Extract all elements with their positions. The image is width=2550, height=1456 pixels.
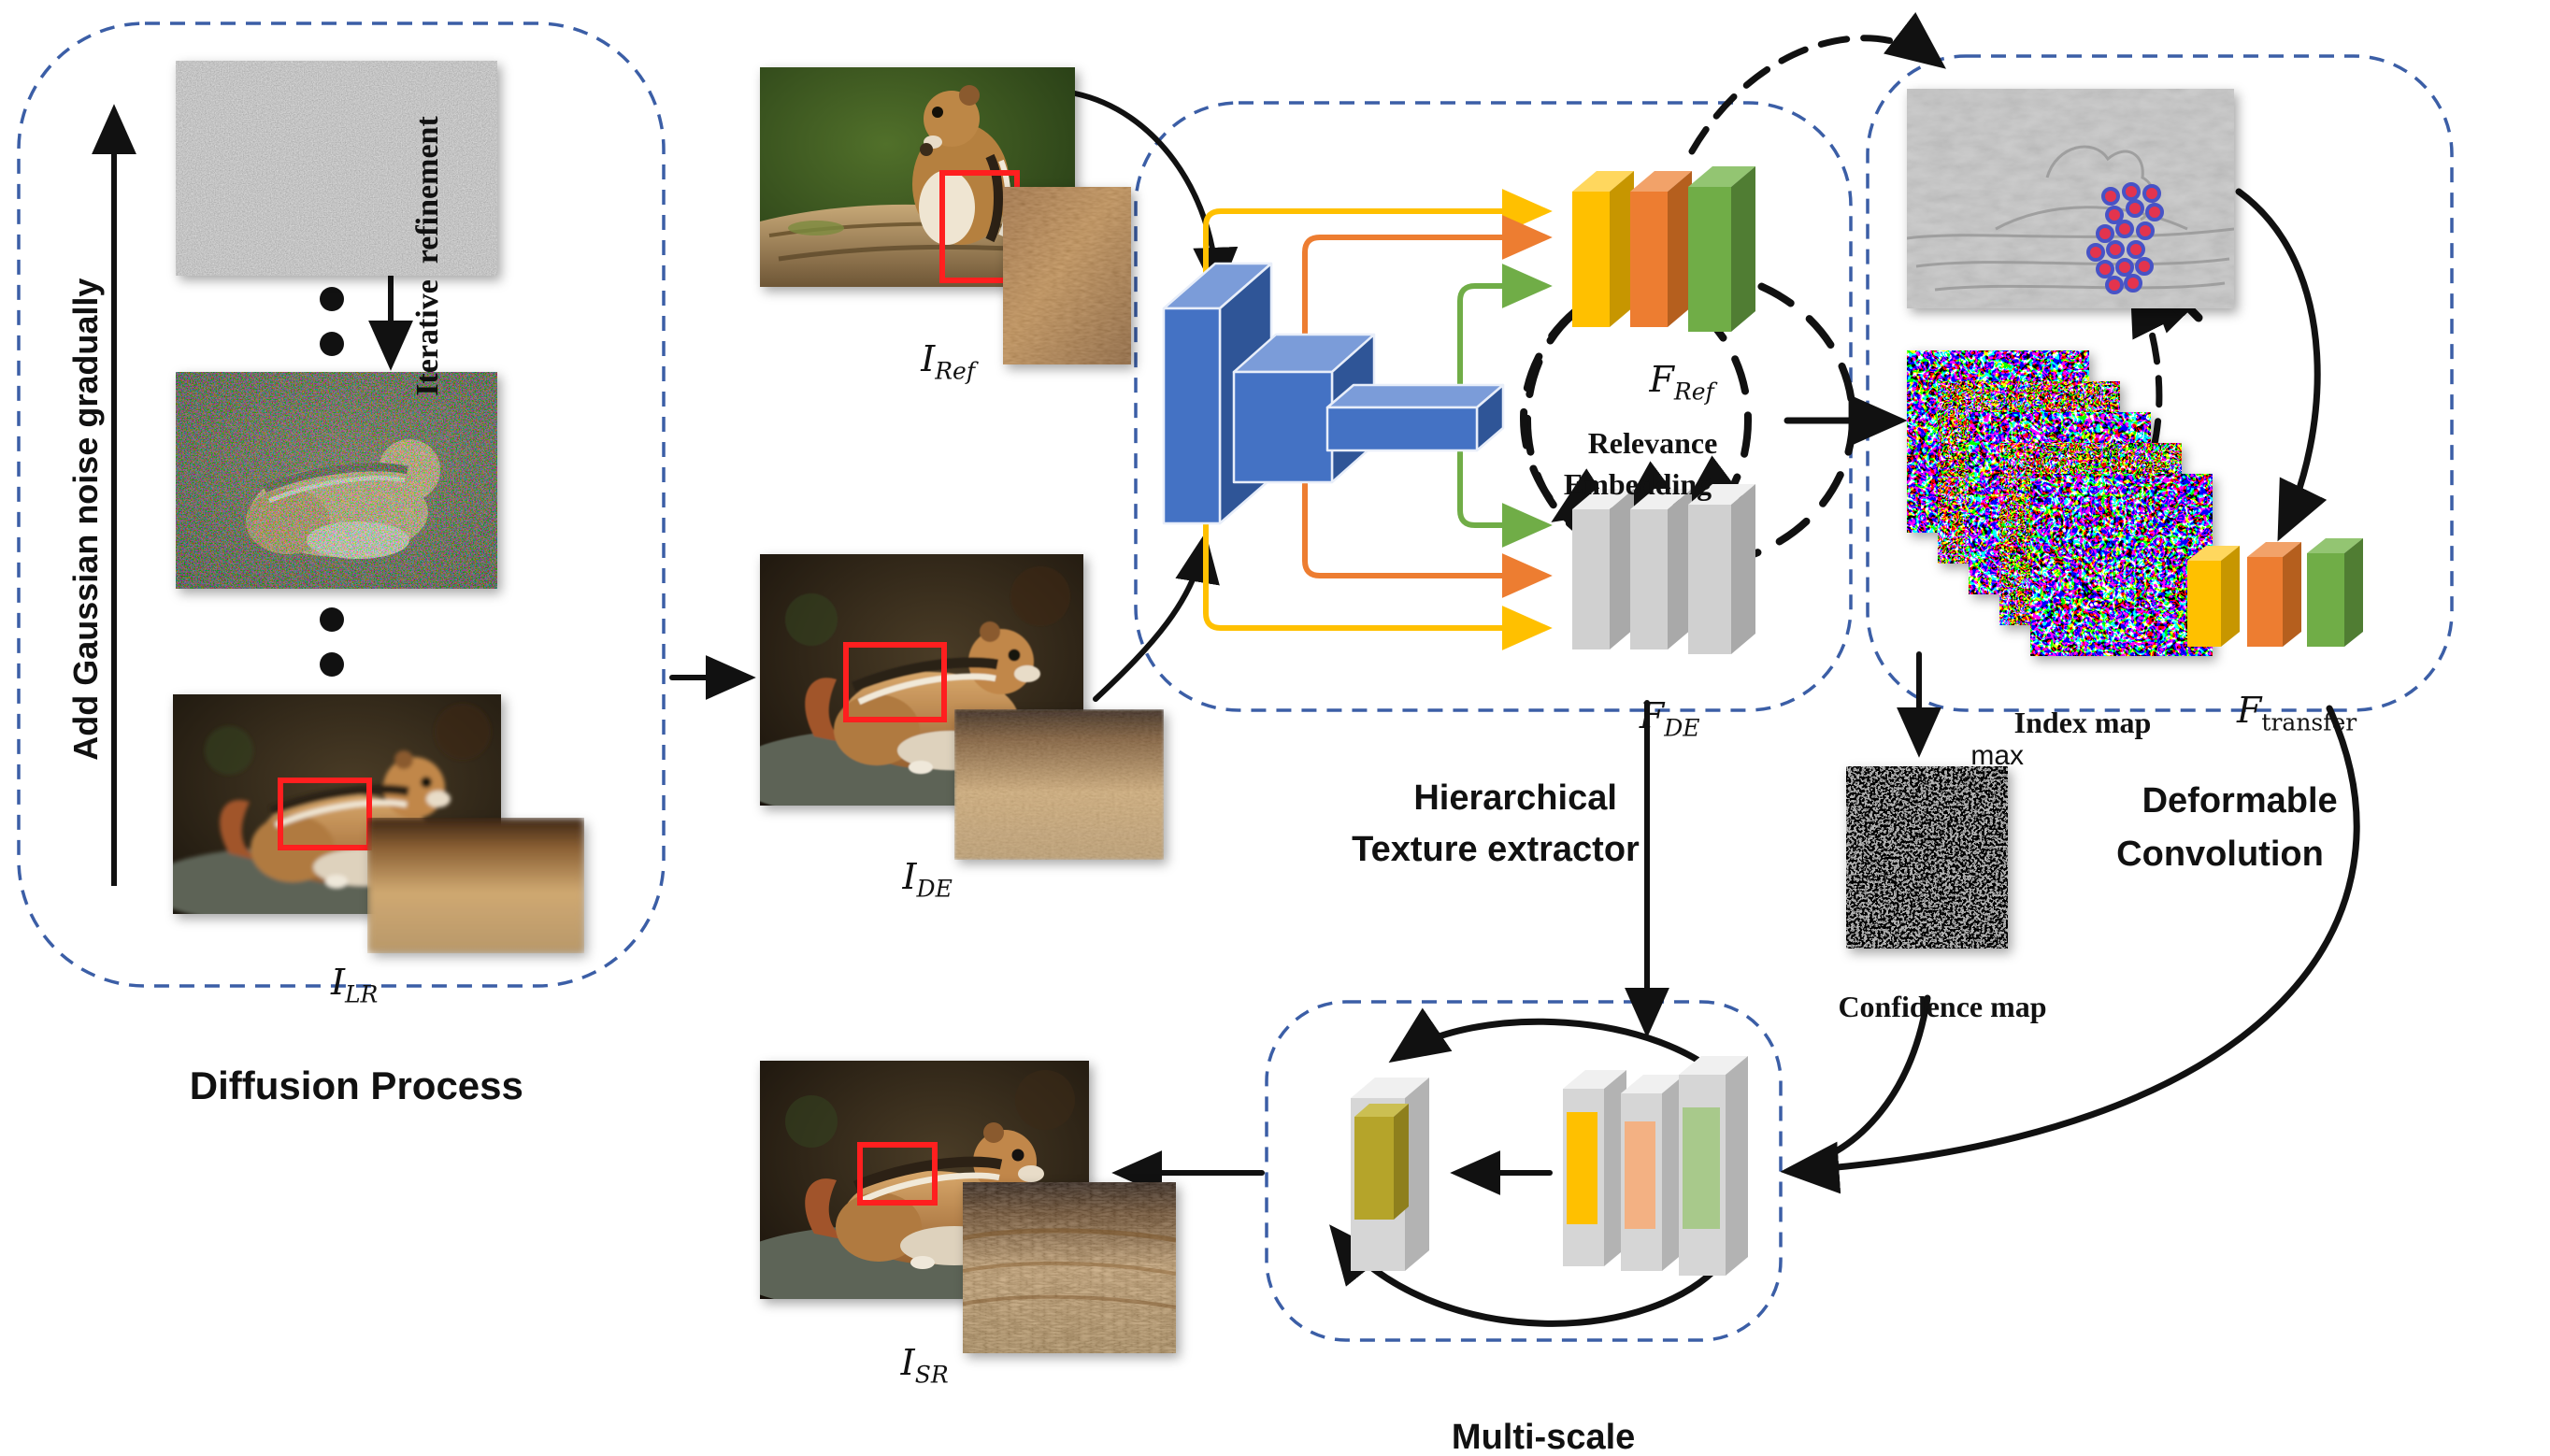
iref-label: IRef xyxy=(921,338,976,385)
ftransfer-feature-plates xyxy=(2187,538,2363,647)
aggregation-top-arc xyxy=(1388,1007,1735,1090)
green-bottom-route xyxy=(1457,450,1553,548)
aggregation-bottom-arc xyxy=(1329,1224,1730,1327)
ide-label: IDE xyxy=(902,856,953,903)
iref-to-encoder-curve xyxy=(1072,91,1239,298)
orange-top-route xyxy=(1302,215,1553,377)
ilr-label: ILR xyxy=(330,962,379,1008)
gradient-map-image xyxy=(1907,89,2234,308)
iref-image xyxy=(760,67,1075,287)
add-noise-label: Add Gaussian noise gradually xyxy=(66,278,105,761)
orange-bottom-route xyxy=(1302,481,1553,598)
ide-to-encoder-curve xyxy=(1093,532,1220,702)
yellow-top-route xyxy=(1203,189,1553,311)
gradmap-to-ftransfer-curve xyxy=(2235,188,2328,542)
ftransfer-label: Ftransfer xyxy=(2237,690,2357,736)
isr-zoom-crop xyxy=(963,1182,1176,1353)
solid-connectors xyxy=(669,91,2360,1327)
ilr-zoom-crop xyxy=(367,818,584,953)
index-map-label: Index map xyxy=(2013,706,2152,739)
isr-label: ISR xyxy=(900,1342,949,1389)
diffusion-box-border xyxy=(17,21,666,988)
iterative-refinement-label: Iterative refinement xyxy=(410,116,445,396)
aggregation-output-plate xyxy=(1351,1078,1429,1271)
ellipsis-dots xyxy=(320,287,344,677)
iref-chipmunk xyxy=(912,85,1011,245)
max-label: max xyxy=(1970,740,2025,771)
texture-encoder-blocks xyxy=(1162,262,1505,525)
gaussian-noise-image xyxy=(176,61,497,276)
aggregation-input-plates xyxy=(1563,1056,1748,1276)
isr-highlight-box xyxy=(857,1142,938,1206)
fde-feature-plates xyxy=(1572,484,1755,654)
scale-routing-lines xyxy=(1203,189,1553,650)
iref-zoom-crop xyxy=(1003,187,1131,364)
yellow-bottom-route xyxy=(1203,521,1553,650)
ftransfer-to-aggregation-curve xyxy=(1780,705,2360,1194)
fde-label: FDE xyxy=(1639,695,1700,742)
ide-zoom-crop xyxy=(954,709,1164,860)
noisy-chipmunk-image xyxy=(176,372,497,589)
fref-feature-plates xyxy=(1572,166,1755,332)
fref-label: FRef xyxy=(1649,359,1714,406)
sampling-points xyxy=(2086,182,2164,294)
diffusion-process-label: Diffusion Process xyxy=(189,1063,523,1107)
confidence-map-label: Confidence map xyxy=(1838,990,2047,1023)
green-top-route xyxy=(1457,264,1553,410)
relevance-to-deformable-dashed-arc xyxy=(1688,12,1946,155)
aggregation-label: Multi-scaleAggregation xyxy=(1451,1418,1636,1456)
deformable-box-border xyxy=(1866,54,2454,712)
index-map-stack xyxy=(1907,350,2214,658)
ide-highlight-box xyxy=(843,642,947,722)
ilr-highlight-box xyxy=(278,778,372,850)
confidence-map-image xyxy=(1846,766,2008,949)
